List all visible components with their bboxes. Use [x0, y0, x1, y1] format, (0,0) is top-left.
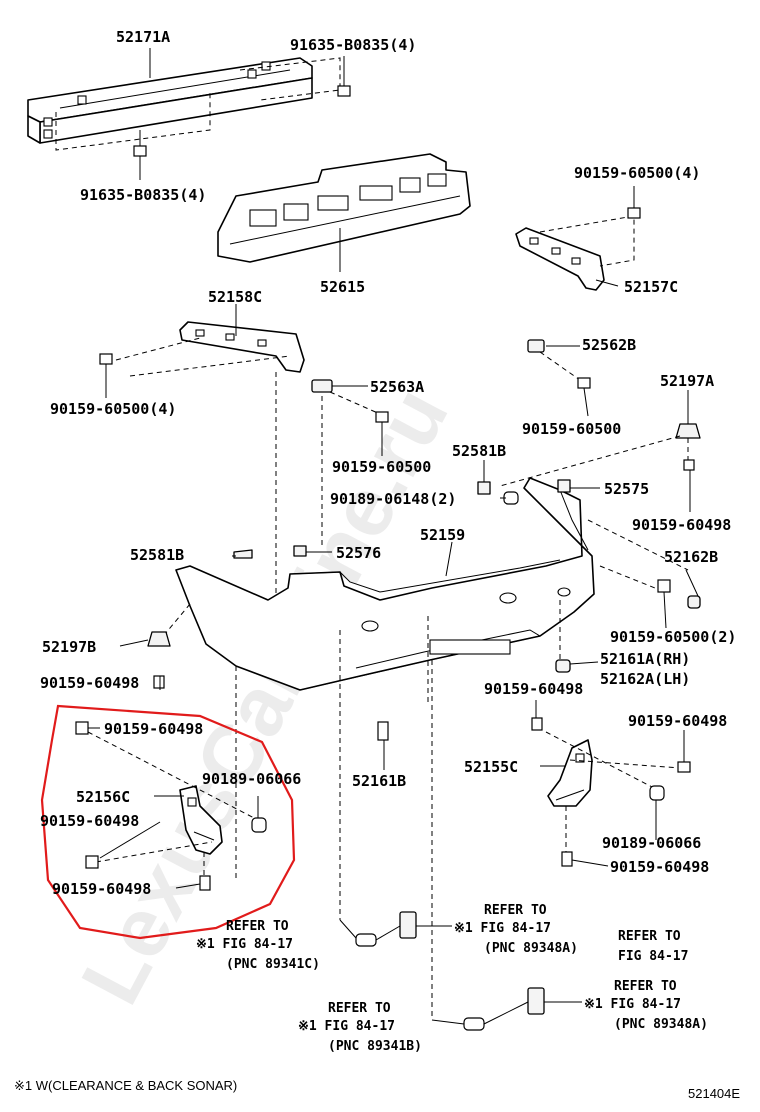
label-90189-06148: 90189-06148(2)	[330, 490, 456, 508]
bolt-90159-60498-l-c	[199, 875, 211, 891]
clip-52197a	[675, 423, 701, 471]
label-52581b-top: 52581B	[452, 442, 506, 460]
label-52157c: 52157C	[624, 278, 678, 296]
label-52576: 52576	[336, 544, 381, 562]
bolt-90159-60498-l-a	[75, 721, 89, 735]
bracket-52155c	[547, 739, 593, 807]
pad-52161a	[555, 659, 571, 673]
label-90159-60498-c1: 90159-60498	[484, 680, 583, 698]
label-52562b: 52562B	[582, 336, 636, 354]
clip-52576	[293, 545, 307, 557]
ref-b-line3: (PNC 89341B)	[328, 1039, 422, 1054]
retainer-52157c	[515, 227, 605, 291]
ref-a1-line2: ※1 FIG 84-17	[454, 921, 551, 936]
label-52575: 52575	[604, 480, 649, 498]
label-90159-60500-2: 90159-60500(2)	[610, 628, 736, 646]
clip-52562b	[527, 339, 545, 353]
bolt-90159-60500-a	[375, 411, 389, 423]
label-52581b-left: 52581B	[130, 546, 184, 564]
clip-52581b-top	[477, 481, 491, 495]
bolt-90159-60500-b	[577, 377, 591, 389]
part-labels: 52171A 91635-B0835(4) 91635-B0835(4) 526…	[40, 28, 736, 898]
nut-90189-06066-r	[649, 785, 665, 801]
ref-a3-line3: (PNC 89348A)	[614, 1017, 708, 1032]
label-90159-60498-l4: 90159-60498	[52, 880, 151, 898]
label-52171a: 52171A	[116, 28, 170, 46]
nut-90189-06148	[503, 491, 519, 505]
ref-a2-line2: FIG 84-17	[618, 949, 688, 964]
ref-a1-line3: (PNC 89348A)	[484, 941, 578, 956]
label-52197a: 52197A	[660, 372, 714, 390]
clip-52162b	[687, 595, 701, 609]
ref-a1-line1: REFER TO	[484, 903, 547, 918]
label-90159-60498-r1: 90159-60498	[632, 516, 731, 534]
bolt-90159-60498-r-c	[561, 851, 573, 867]
ref-b-line1: REFER TO	[328, 1001, 391, 1016]
label-90159-60500-b: 90159-60500	[522, 420, 621, 438]
refer-callouts: REFER TO ※1 FIG 84-17 (PNC 89341C) REFER…	[196, 903, 708, 1054]
label-52162b: 52162B	[664, 548, 718, 566]
label-52161a: 52161A(RH)	[600, 650, 690, 668]
bolt-90159-60498-r-b	[677, 761, 691, 773]
bracket-89348a-1	[399, 911, 417, 939]
label-90159-60500-4-right: 90159-60500(4)	[574, 164, 700, 182]
bracket-52156c	[179, 785, 223, 855]
label-91635-top: 91635-B0835(4)	[290, 36, 416, 54]
clip-52197b	[147, 631, 171, 647]
absorber-52615	[217, 153, 471, 263]
bumper-cover-52159	[175, 477, 595, 691]
label-90159-60498-r3: 90159-60498	[610, 858, 709, 876]
leader-lines	[88, 48, 699, 1025]
label-52615: 52615	[320, 278, 365, 296]
sensor-89341b	[463, 1017, 485, 1031]
bolt-90159-60500-right	[627, 207, 641, 219]
label-90189-06066-r: 90189-06066	[602, 834, 701, 852]
label-90159-60498-r2: 90159-60498	[628, 712, 727, 730]
bolt-90159-60498-l-b	[85, 855, 99, 869]
label-52563a: 52563A	[370, 378, 424, 396]
bolt-91635-left	[133, 130, 147, 157]
bolt-90159-60500-left	[99, 353, 113, 365]
ref-a3-line2: ※1 FIG 84-17	[584, 997, 681, 1012]
label-90159-60500-a: 90159-60500	[332, 458, 431, 476]
sensor-89341c	[355, 933, 377, 947]
label-90159-60498-l3: 90159-60498	[40, 812, 139, 830]
footnote: ※1 W(CLEARANCE & BACK SONAR)	[14, 1078, 237, 1093]
ref-c-line1: REFER TO	[226, 919, 289, 934]
ref-b-line2: ※1 FIG 84-17	[298, 1019, 395, 1034]
label-91635-left: 91635-B0835(4)	[80, 186, 206, 204]
ref-a3-line1: REFER TO	[614, 979, 677, 994]
label-52155c: 52155C	[464, 758, 518, 776]
retainer-52158c	[179, 321, 305, 373]
ref-a2-line1: REFER TO	[618, 929, 681, 944]
clip-52575	[557, 479, 571, 493]
label-52162a: 52162A(LH)	[600, 670, 690, 688]
highlight-outline	[40, 704, 296, 940]
label-52197b: 52197B	[42, 638, 96, 656]
ref-c-line3: (PNC 89341C)	[226, 957, 320, 972]
rivet-52161b	[377, 721, 389, 741]
label-52161b: 52161B	[352, 772, 406, 790]
label-52159: 52159	[420, 526, 465, 544]
label-90159-60500-4-left: 90159-60500(4)	[50, 400, 176, 418]
bracket-89348a-2	[527, 987, 545, 1015]
bolt-90159-60498-r-a	[531, 717, 543, 731]
label-90159-60498-l2: 90159-60498	[104, 720, 203, 738]
label-52156c: 52156C	[76, 788, 130, 806]
label-90189-06066-l: 90189-06066	[202, 770, 301, 788]
bolt-90159-60500-2	[657, 579, 671, 593]
label-52158c: 52158C	[208, 288, 262, 306]
figure-code: 521404E	[688, 1086, 740, 1101]
clip-52563a	[311, 379, 333, 393]
reinforcement-52171a	[27, 57, 313, 144]
ref-c-line2: ※1 FIG 84-17	[196, 937, 293, 952]
label-90159-60498-l1: 90159-60498	[40, 674, 139, 692]
bolt-90159-60498-c1	[153, 675, 165, 689]
nut-90189-06066-l	[251, 817, 267, 833]
clip-52581b-left	[233, 549, 253, 559]
